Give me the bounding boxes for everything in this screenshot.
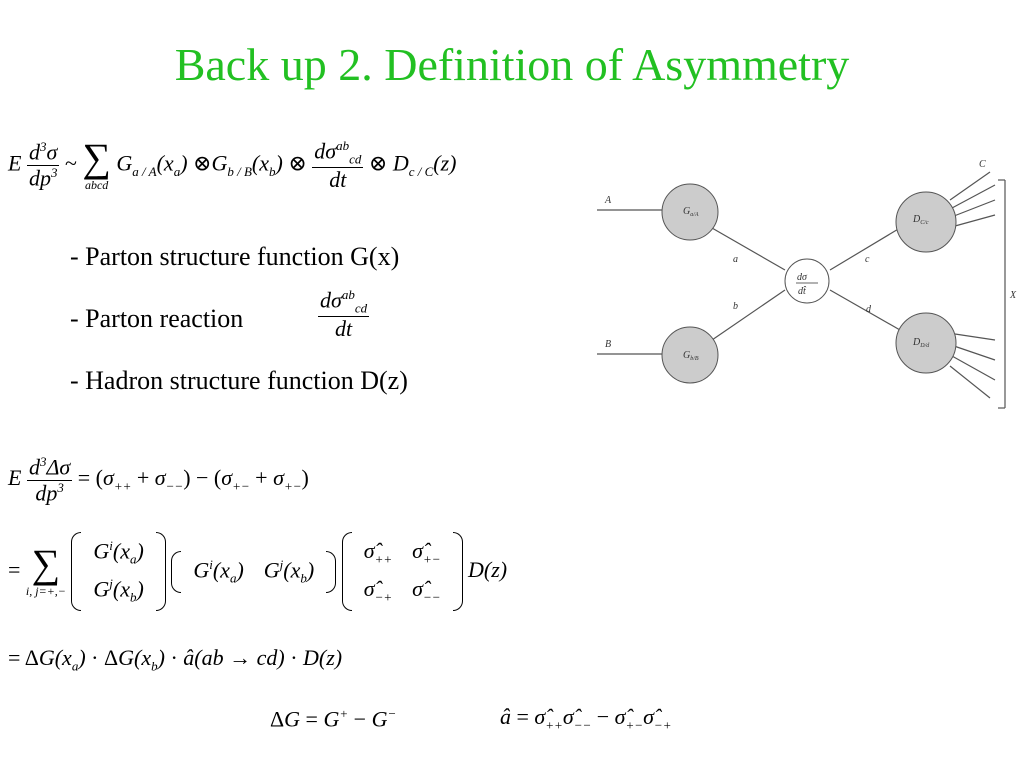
bullet-hadron-structure: - Hadron structure function D(z)	[70, 366, 408, 395]
blob-d-c-label: DC/c	[912, 214, 929, 226]
blob-d-d	[895, 312, 957, 374]
delta-g-definition: ΔG = G+ − G−	[270, 706, 397, 732]
parton-diagram: A B a b c d C X Ga/A Gb/B DC/c DD/d dσ d…	[597, 159, 1017, 409]
sigma-matrix: σ̂++σ̂+− σ̂−+σ̂−−	[341, 532, 463, 611]
label-out-c: C	[979, 159, 986, 170]
bullet-parton-structure: - Parton structure function G(x)	[70, 242, 400, 271]
bullet-parton-reaction: - Parton reaction	[70, 304, 244, 333]
label-out-x: X	[1009, 290, 1017, 301]
blob-g-b-label: Gb/B	[683, 350, 699, 362]
g-column-vector: Gi(xa) Gj(xb)	[71, 532, 167, 612]
label-beam-b: B	[605, 339, 611, 350]
label-line-a: a	[733, 254, 738, 265]
delta-g-product-equation: = ΔG(xa) · ΔG(xb) · â(ab → cd) · D(z)	[8, 645, 343, 674]
blob-d-d-label: DD/d	[912, 337, 930, 349]
blob-g-a-label: Ga/A	[683, 206, 699, 218]
label-line-b: b	[733, 301, 738, 312]
label-line-c: c	[865, 254, 870, 265]
matrix-equation: = ∑i, j=+,− Gi(xa) Gj(xb) Gi(xa)Gj(xb) σ…	[8, 532, 507, 612]
center-numerator: dσ	[797, 272, 808, 283]
g-row-vector: Gi(xa)Gj(xb)	[171, 550, 337, 593]
blob-d-c	[895, 191, 957, 253]
label-beam-a: A	[604, 195, 612, 206]
blob-g-a	[661, 183, 719, 241]
blob-center	[784, 258, 830, 304]
label-line-d: d	[866, 304, 872, 315]
page-title: Back up 2. Definition of Asymmetry	[174, 39, 850, 90]
center-denominator: dt̂	[798, 285, 806, 297]
blob-g-b	[661, 326, 719, 384]
a-hat-definition: â = σ̂++σ̂−− − σ̂+−σ̂−+	[500, 704, 672, 733]
